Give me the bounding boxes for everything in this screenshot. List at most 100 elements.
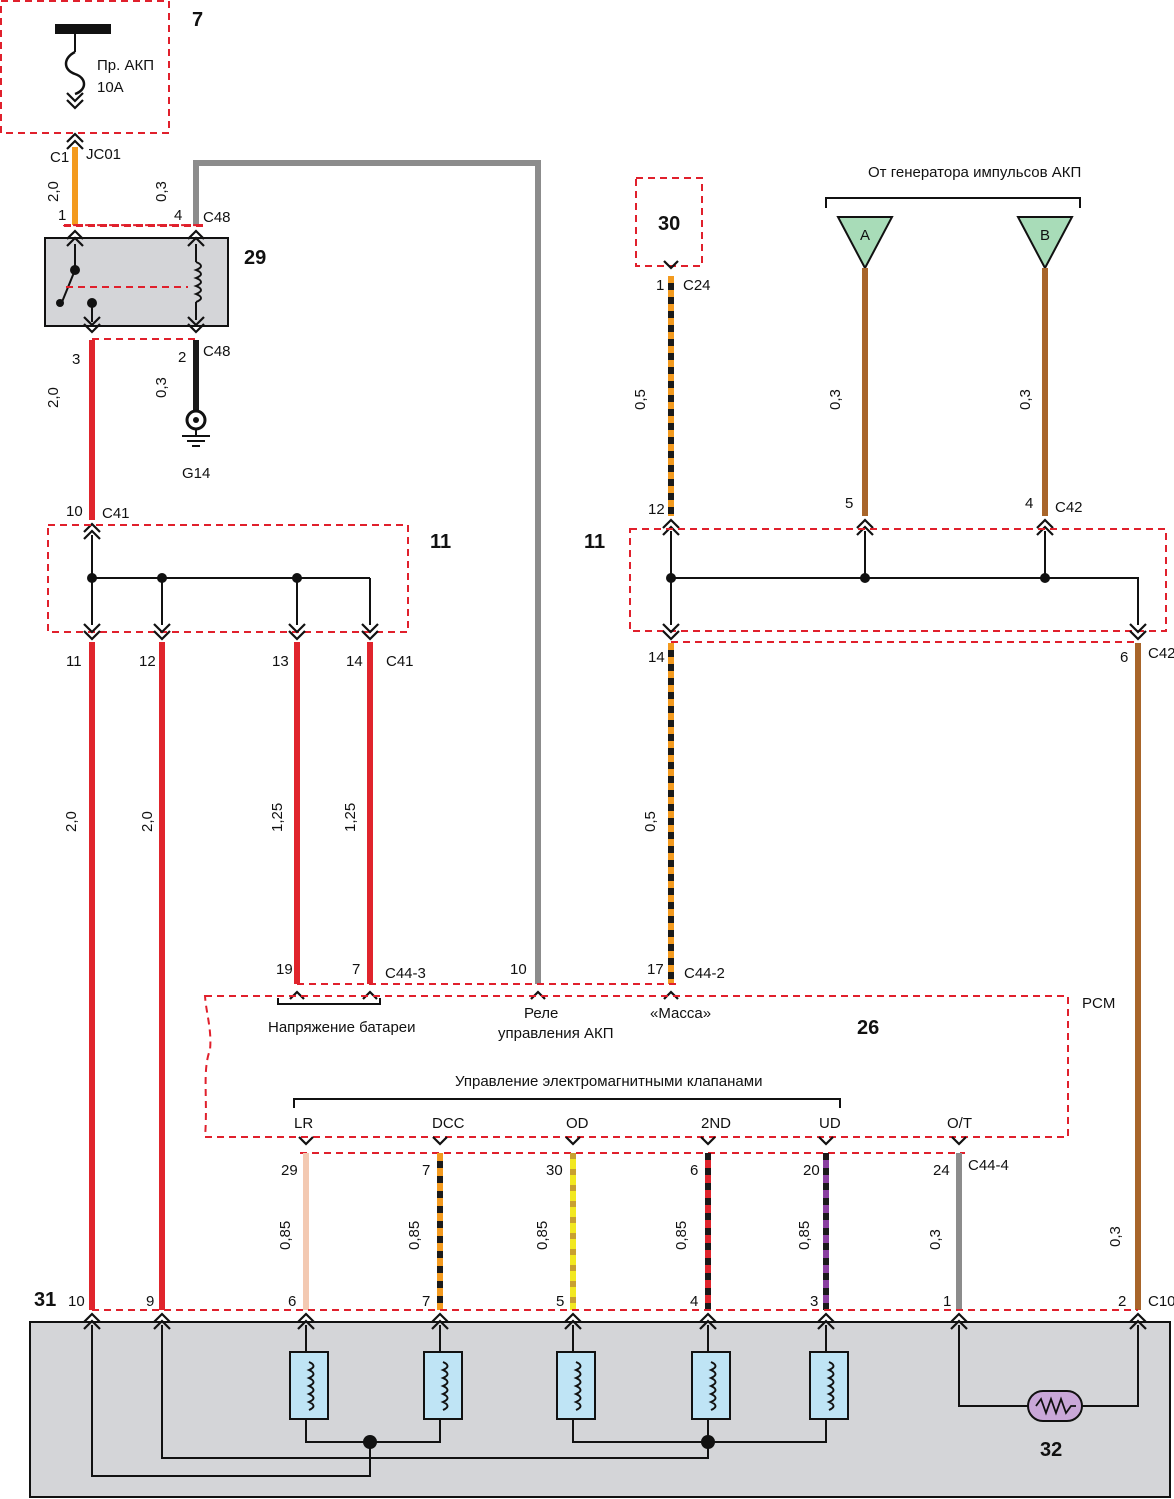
connector-c42-bottom: C42 [1148, 645, 1174, 662]
connector-c48-bottom: C48 [203, 343, 231, 360]
gauge-sensor-a: 0,3 [827, 389, 844, 410]
pin-lr-29: 29 [281, 1162, 298, 1179]
connector-c44-2: C44-2 [684, 965, 725, 982]
pin-c10-4: 4 [690, 1293, 698, 1310]
pin-c42-4: 4 [1025, 495, 1033, 512]
pin-dcc-7: 7 [422, 1162, 430, 1179]
wire-gray-relay-pcm [193, 160, 541, 984]
pin-c44-17: 17 [647, 961, 664, 978]
solenoid-od-icon [556, 1351, 596, 1420]
pulse-generator-bracket [825, 197, 1081, 208]
gauge-c42-6: 0,3 [1107, 1226, 1124, 1247]
gauge-lr: 0,85 [277, 1221, 294, 1250]
pin-c42-5: 5 [845, 495, 853, 512]
pin-ot-24: 24 [933, 1162, 950, 1179]
label-sol-dcc: DCC [432, 1115, 465, 1132]
pin-c41-11: 11 [66, 653, 82, 670]
pin-relay-3: 3 [72, 351, 80, 368]
junction-box-11-right [629, 528, 1167, 632]
pin-c10-1: 1 [943, 1293, 951, 1310]
connector-c10: C10 [1148, 1293, 1174, 1310]
connector-c42-top: C42 [1055, 499, 1083, 516]
gauge-mass: 0,5 [642, 811, 659, 832]
fuse-name: Пр. АКП [97, 57, 154, 74]
gauge-sensor-b: 0,3 [1017, 389, 1034, 410]
pin-c10-3: 3 [810, 1293, 818, 1310]
connector-c41-bottom: C41 [386, 653, 414, 670]
pin-c41-12: 12 [139, 653, 156, 670]
gauge-col2: 2,0 [139, 811, 156, 832]
block-29-label: 29 [244, 247, 266, 269]
connector-pcm: PCM [1082, 995, 1115, 1012]
pin-c44-7: 7 [352, 961, 360, 978]
pin-c42-14: 14 [648, 649, 665, 666]
pin-2nd-6: 6 [690, 1162, 698, 1179]
pin-c10-7: 7 [422, 1293, 430, 1310]
label-sol-lr: LR [294, 1115, 313, 1132]
transmission-block-31 [29, 1321, 1171, 1498]
pin-jc01-1: 1 [58, 207, 66, 224]
battery-voltage-bracket [277, 998, 381, 1005]
pin-c10-10: 10 [68, 1293, 85, 1310]
block-11-left-label: 11 [430, 531, 451, 553]
fuse-rating: 10А [97, 79, 124, 96]
pin-c10-6: 6 [288, 1293, 296, 1310]
solenoid-2nd-icon [691, 1351, 731, 1420]
pin-c42-6: 6 [1120, 649, 1128, 666]
connector-c44-3: C44-3 [385, 965, 426, 982]
fuse-box-7 [0, 0, 170, 134]
gauge-col1: 2,0 [63, 811, 80, 832]
gauge-od: 0,85 [534, 1221, 551, 1250]
connector-c48-top: C48 [203, 209, 231, 226]
gauge-ot: 0,3 [927, 1229, 944, 1250]
gauge-ud: 0,85 [796, 1221, 813, 1250]
label-solenoid-control: Управление электромагнитными клапанами [455, 1073, 762, 1090]
ground-g14: G14 [182, 465, 210, 482]
gauge-2nd: 0,85 [673, 1221, 690, 1250]
gauge-c24: 0,5 [632, 389, 649, 410]
pin-c41-10: 10 [66, 503, 83, 520]
label-relay-line1: Реле [524, 1005, 558, 1022]
connector-c41-top: C41 [102, 505, 130, 522]
pin-c44-10: 10 [510, 961, 527, 978]
pin-ud-20: 20 [803, 1162, 820, 1179]
solenoid-dcc-icon [423, 1351, 463, 1420]
pin-c48-2: 2 [178, 349, 186, 366]
block-30-label: 30 [658, 213, 680, 235]
pin-c10-5: 5 [556, 1293, 564, 1310]
relay-coil-icon [193, 261, 202, 303]
pin-c10-2: 2 [1118, 1293, 1126, 1310]
connector-c44-4: C44-4 [968, 1157, 1009, 1174]
pin-c42-12: 12 [648, 501, 665, 518]
label-sol-ot: O/T [947, 1115, 972, 1132]
solenoid-bracket [293, 1098, 841, 1108]
sensor-b-icon [1016, 216, 1074, 271]
block-31-label: 31 [34, 1289, 56, 1311]
pin-c24-1: 1 [656, 277, 664, 294]
pin-c41-13: 13 [272, 653, 289, 670]
sensor-a-icon [836, 216, 894, 271]
gauge-relay-out: 2,0 [45, 387, 62, 408]
block-26-label: 26 [857, 1017, 879, 1039]
solenoid-lr-icon [289, 1351, 329, 1420]
pin-od-30: 30 [546, 1162, 563, 1179]
pin-c48-4: 4 [174, 207, 182, 224]
label-mass: «Масса» [650, 1005, 711, 1022]
gauge-top-gray: 0,3 [153, 181, 170, 202]
pcm-26-box [203, 995, 1069, 1138]
label-relay-line2: управления АКП [498, 1025, 614, 1042]
junction-box-11-left [47, 524, 409, 633]
block-32-label: 32 [1040, 1439, 1062, 1461]
gauge-ground: 0,3 [153, 377, 170, 398]
label-battery-voltage: Напряжение батареи [268, 1019, 416, 1036]
label-sol-ud: UD [819, 1115, 841, 1132]
solenoid-ud-icon [809, 1351, 849, 1420]
battery-bus-bar [55, 24, 111, 34]
sensor-a-label: A [860, 227, 870, 244]
connector-jc01: JC01 [86, 146, 121, 163]
pin-c10-9: 9 [146, 1293, 154, 1310]
pin-c41-14: 14 [346, 653, 363, 670]
gauge-top-orange: 2,0 [45, 181, 62, 202]
connector-c1: C1 [50, 149, 69, 166]
